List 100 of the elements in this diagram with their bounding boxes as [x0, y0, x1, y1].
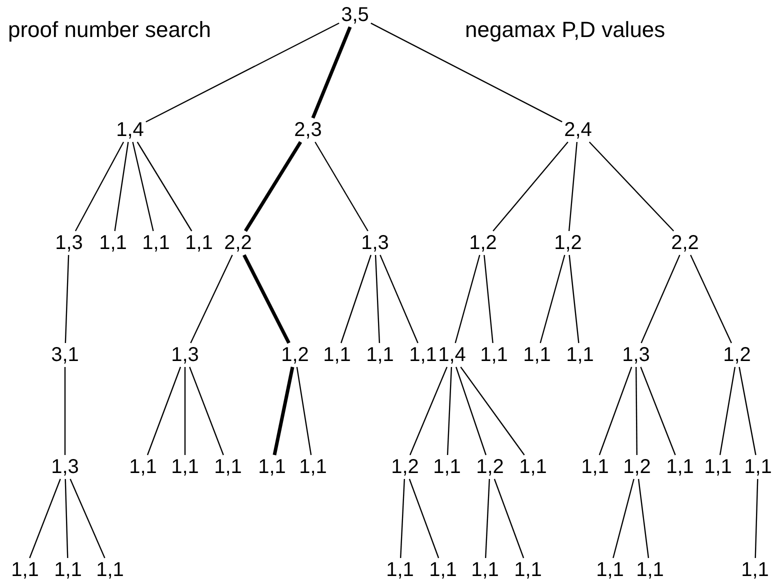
node-value: 3,1 — [50, 344, 80, 366]
node-value: 1,3 — [50, 456, 80, 478]
node-value: 1,1 — [740, 559, 770, 581]
node-value: 2,2 — [670, 232, 700, 254]
tree-edge — [296, 366, 312, 456]
node-value: 2,2 — [223, 232, 253, 254]
node-value: 1,3 — [621, 344, 651, 366]
tree-edge — [374, 254, 380, 344]
tree-edge — [568, 142, 578, 232]
node-value: 1,2 — [553, 232, 583, 254]
tree-edge — [272, 366, 294, 456]
node-value: 1,1 — [213, 456, 243, 478]
node-value: 1,1 — [128, 456, 158, 478]
tree-edge — [340, 254, 372, 344]
node-value: 1,1 — [170, 456, 200, 478]
node-value: 1,4 — [115, 119, 145, 141]
node-value: 1,2 — [390, 456, 420, 478]
node-value: 1,1 — [428, 559, 458, 581]
tree-edge — [492, 142, 568, 232]
tree-edge — [132, 142, 154, 232]
tree-edge — [370, 22, 562, 122]
tree-edge — [484, 478, 490, 558]
node-value: 1,1 — [743, 456, 773, 478]
tree-edge — [314, 142, 368, 232]
tree-edge — [598, 366, 632, 456]
node-value: 1,3 — [360, 232, 390, 254]
node-value: 1,1 — [298, 456, 328, 478]
node-value: 1,1 — [184, 232, 214, 254]
tree-edge — [454, 254, 480, 344]
tree-edge — [29, 478, 61, 558]
tree-edge — [190, 254, 233, 344]
node-value: 1,3 — [170, 344, 200, 366]
node-value: 1,2 — [475, 456, 505, 478]
node-value: 1,3 — [54, 232, 84, 254]
node-value: 1,2 — [622, 456, 652, 478]
tree-edge — [244, 141, 302, 232]
heading-text: negamax P,D values — [465, 17, 666, 43]
node-value: 1,1 — [365, 344, 395, 366]
tree-edge — [446, 366, 452, 456]
tree-edge — [409, 366, 448, 456]
tree-edge — [456, 366, 486, 456]
node-value: 1,1 — [322, 344, 352, 366]
node-value: 1,2 — [468, 232, 498, 254]
node-value: 1,1 — [257, 456, 287, 478]
node-value: 1,1 — [408, 344, 438, 366]
tree-edge — [189, 366, 224, 456]
node-value: 1,1 — [580, 456, 610, 478]
node-value: 1,1 — [53, 559, 83, 581]
tree-edge — [494, 478, 524, 558]
tree-edge — [74, 142, 124, 232]
tree-edge — [484, 254, 494, 344]
tree-edge — [146, 22, 340, 122]
node-value: 1,1 — [635, 559, 665, 581]
node-value: 1,1 — [565, 344, 595, 366]
tree-edge — [638, 478, 650, 558]
node-value: 1,1 — [665, 456, 695, 478]
node-value: 3,5 — [340, 4, 370, 26]
tree-edge — [719, 366, 736, 456]
tree-edge — [64, 478, 68, 558]
tree-edge — [64, 254, 70, 344]
tree-edge — [640, 366, 676, 456]
node-value: 1,1 — [522, 344, 552, 366]
tree-edge — [588, 142, 674, 232]
node-value: 1,1 — [479, 344, 509, 366]
tree-edge — [540, 254, 566, 344]
heading-text: proof number search — [8, 17, 211, 43]
node-value: 1,1 — [513, 559, 543, 581]
tree-edge — [184, 367, 186, 455]
node-value: 2,4 — [563, 119, 593, 141]
tree-edge — [690, 254, 732, 344]
node-value: 1,1 — [432, 456, 462, 478]
node-value: 1,1 — [703, 456, 733, 478]
tree-edge — [146, 366, 182, 456]
node-value: 2,3 — [293, 119, 323, 141]
tree-edge — [311, 26, 352, 119]
tree-edge — [636, 367, 638, 455]
tree-edge — [738, 366, 756, 456]
node-value: 1,1 — [470, 559, 500, 581]
tree-edge — [640, 254, 680, 344]
node-value: 1,1 — [95, 559, 125, 581]
tree-edge — [612, 478, 634, 558]
node-value: 1,1 — [10, 559, 40, 581]
tree-edge — [380, 254, 418, 344]
node-value: 1,2 — [722, 344, 752, 366]
node-value: 1,1 — [98, 232, 128, 254]
tree-edge — [400, 478, 406, 558]
node-value: 1,1 — [595, 559, 625, 581]
tree-edge — [242, 254, 290, 344]
node-value: 1,2 — [280, 344, 310, 366]
node-value: 1,1 — [385, 559, 415, 581]
node-value: 1,1 — [141, 232, 171, 254]
node-value: 1,4 — [437, 344, 467, 366]
tree-edge — [70, 478, 106, 558]
tree-edge — [136, 142, 192, 232]
tree-edge — [114, 142, 129, 232]
tree-edge — [64, 367, 66, 455]
tree-edge — [460, 366, 525, 456]
tree-edge — [568, 254, 580, 344]
tree-edge — [408, 478, 440, 558]
node-value: 1,1 — [518, 456, 548, 478]
